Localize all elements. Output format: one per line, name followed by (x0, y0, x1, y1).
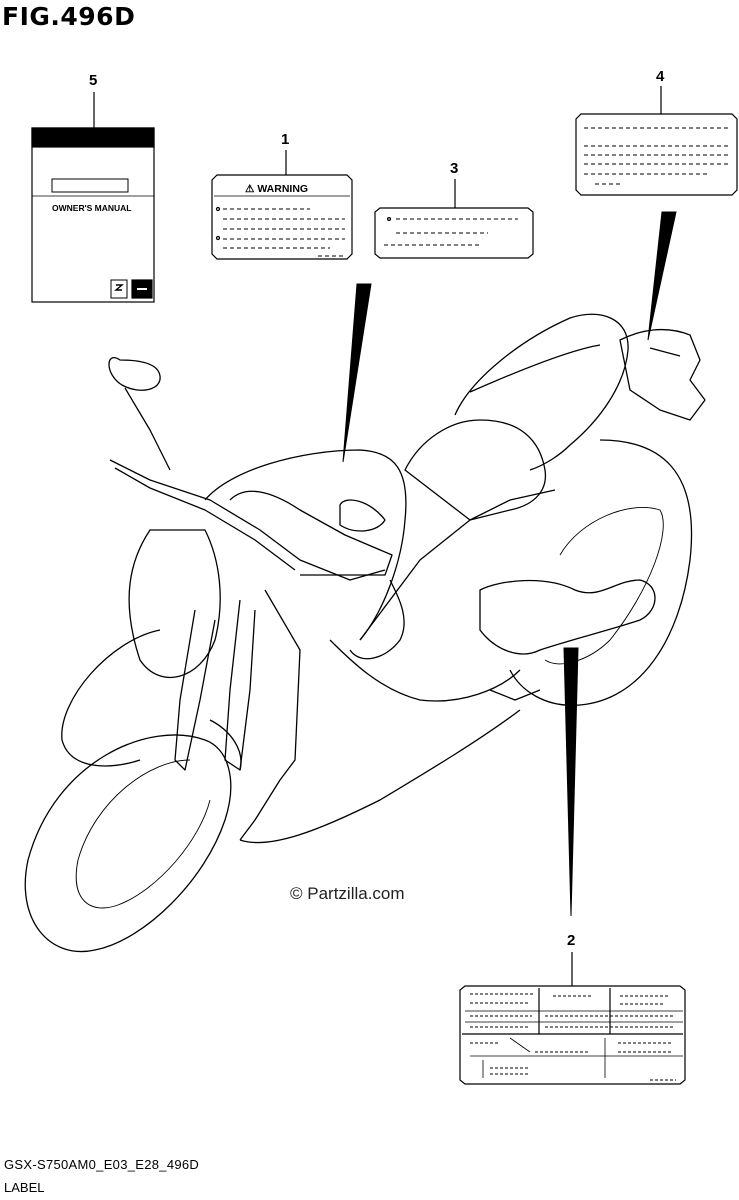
label-item-3[interactable] (374, 207, 534, 259)
left-mirror (108, 357, 161, 391)
label-item-2[interactable] (459, 985, 686, 1085)
owners-manual-booklet[interactable]: OWNER'S MANUAL (31, 127, 155, 303)
pointer-item-1 (342, 283, 372, 463)
callout-4[interactable]: 4 (656, 68, 665, 85)
figure-title: FIG.496D (2, 2, 136, 31)
motorcycle-outline (24, 313, 706, 953)
leader-lines (93, 86, 662, 986)
pointer-wedges (342, 211, 677, 917)
warning-label[interactable]: ⚠ WARNING (211, 174, 353, 260)
warning-header: ⚠ WARNING (245, 183, 308, 195)
callout-5[interactable]: 5 (89, 72, 98, 89)
rear-wheel (509, 439, 693, 706)
suzuki-logo-icon (110, 279, 128, 299)
front-fork (174, 609, 216, 771)
front-wheel (24, 734, 232, 953)
handlebar (109, 459, 386, 581)
callout-1[interactable]: 1 (281, 131, 290, 148)
fuel-tank (204, 449, 407, 641)
watermark: © Partzilla.com (290, 884, 405, 903)
tail-section (619, 328, 706, 421)
seat (404, 419, 547, 521)
manual-title: OWNER'S MANUAL (52, 203, 131, 213)
headlight-cowl (128, 529, 221, 678)
callout-3[interactable]: 3 (450, 160, 459, 177)
diagram-name: LABEL (4, 1180, 45, 1195)
diagram-code: GSX-S750AM0_E03_E28_496D (4, 1157, 200, 1172)
pointer-item-2 (563, 647, 579, 917)
callout-2[interactable]: 2 (567, 932, 576, 949)
pointer-item-4 (647, 211, 677, 341)
label-item-4[interactable] (575, 113, 738, 196)
